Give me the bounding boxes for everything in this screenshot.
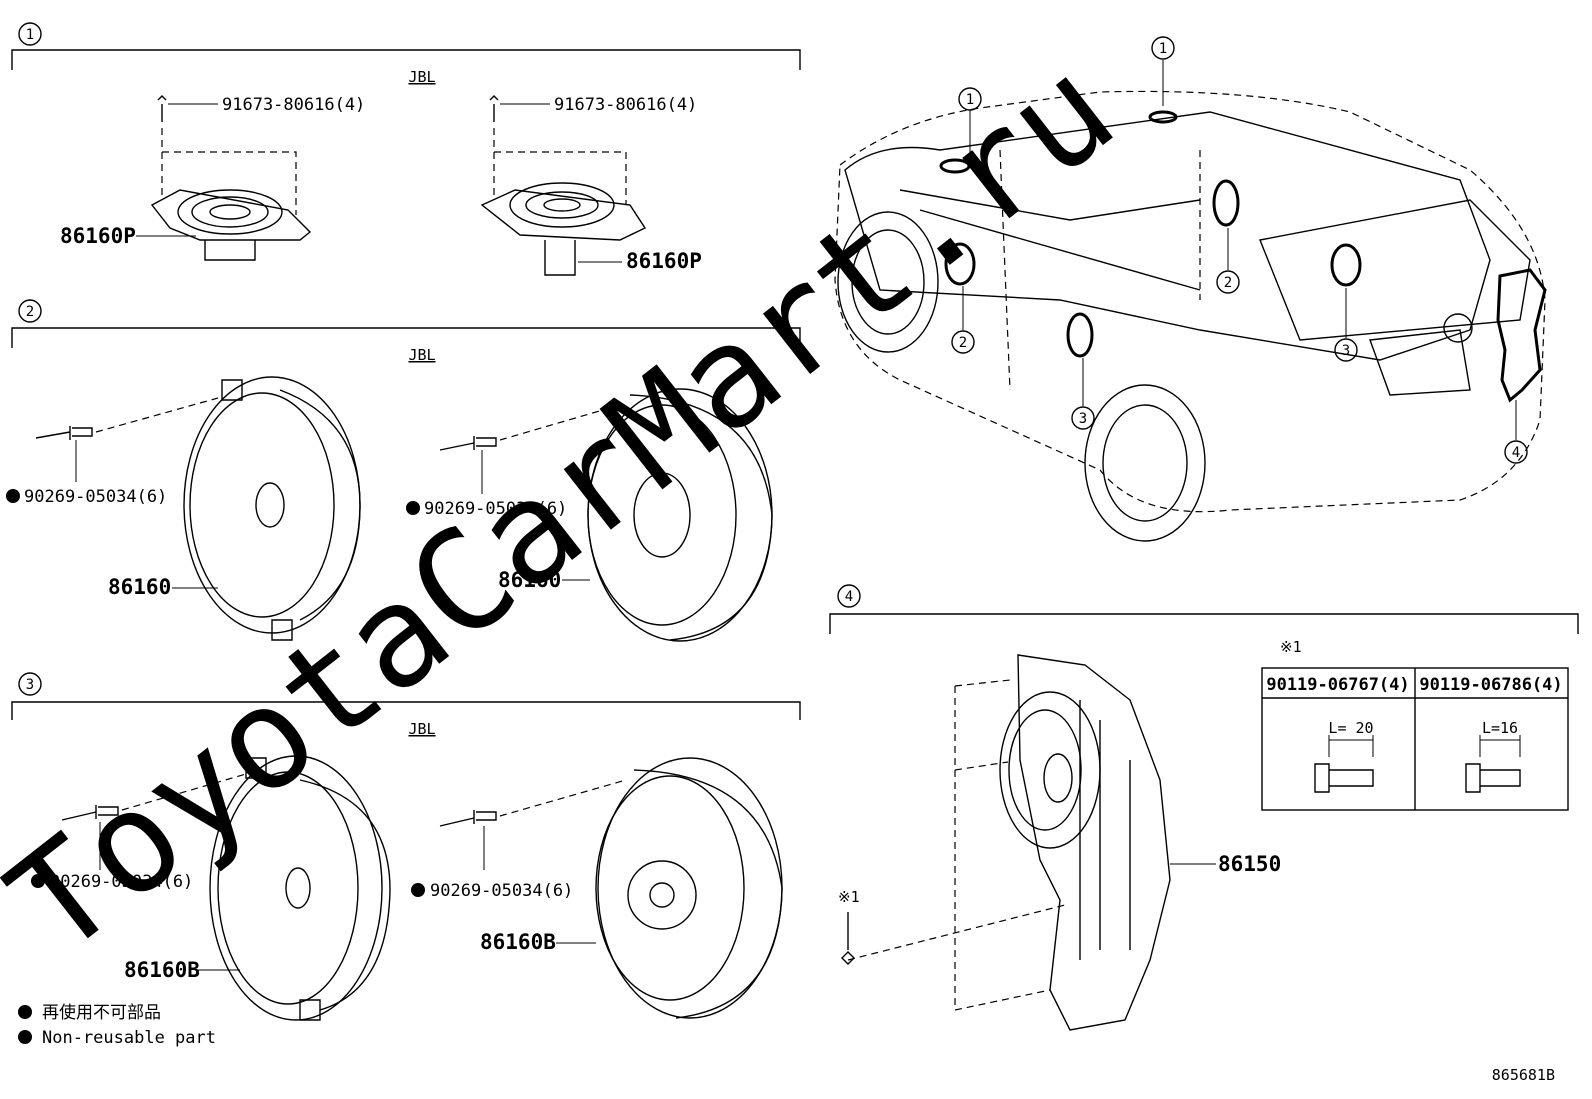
speaker-86160-left: [35, 376, 361, 641]
section-4: 4 86150 ※1 ※1 90119: [829, 584, 1579, 1031]
section-1-marker: 1: [26, 27, 34, 43]
section-1-marker-circle: [18, 22, 42, 46]
bolt-table-col1-length: L= 20: [1328, 719, 1373, 737]
vehicle-illustration: [834, 36, 1547, 542]
section-3-brand: JBL: [408, 720, 435, 738]
part-label-86160b-left: 86160B: [124, 958, 200, 982]
car-callout-1b: 1: [1159, 41, 1167, 57]
speaker-86160b-left: [61, 755, 391, 1021]
section-1: 1 JBL 91673-80616(4) 86160P: [11, 22, 801, 276]
legend-jp: 再使用不可部品: [42, 1002, 161, 1023]
section-2-brand: JBL: [408, 346, 435, 364]
rivet-label-s2-right: 90269-05034(6): [424, 499, 567, 519]
part-label-86160p-right: 86160P: [626, 249, 702, 273]
part-label-86160-left: 86160: [108, 575, 171, 599]
tweeter-86160p-right: [480, 95, 647, 276]
car-callout-3b: 3: [1342, 343, 1350, 359]
rivet-label-s2-left: 90269-05034(6): [24, 487, 167, 507]
bolt-label-s1-right: 91673-80616(4): [554, 95, 697, 115]
section-4-marker: 4: [845, 589, 853, 605]
bolt-note: ※1: [838, 888, 860, 906]
section-3-marker: 3: [26, 677, 34, 693]
drawing-code: 865681B: [1492, 1066, 1555, 1084]
car-callout-2a: 2: [959, 335, 967, 351]
speaker-86160b-right: [439, 757, 783, 1019]
bolt-label-s1-left: 91673-80616(4): [222, 95, 365, 115]
bolt-table-col2-part: 90119-06786(4): [1419, 675, 1562, 695]
section-3: 3 JBL 90269-05034(6) 86160B: [11, 672, 801, 1021]
bolt-table: [1261, 667, 1569, 811]
non-reusable-dot-s2-left: [6, 489, 20, 503]
car-callout-3a: 3: [1079, 411, 1087, 427]
rivet-label-s3-right: 90269-05034(6): [430, 881, 573, 901]
rivet-label-s3-left: 90269-05034(6): [50, 872, 193, 892]
bolt-table-col1-part: 90119-06767(4): [1266, 675, 1409, 695]
part-label-86160b-right: 86160B: [480, 930, 556, 954]
part-label-86160p-left: 86160P: [60, 224, 136, 248]
bolt-table-col2-length: L=16: [1482, 719, 1518, 737]
section-1-brand: JBL: [408, 68, 435, 86]
speaker-86160-right: [439, 388, 773, 642]
tweeter-86160p-left: [136, 95, 312, 261]
part-label-86160-right: 86160: [498, 568, 561, 592]
section-2-marker: 2: [26, 304, 34, 320]
legend-dot-jp: [18, 1005, 32, 1019]
watermark: ToyotaCarMart.ru: [0, 28, 1144, 987]
legend-dot-en: [18, 1030, 32, 1044]
bolt-table-note: ※1: [1280, 638, 1302, 656]
car-callout-4: 4: [1512, 445, 1520, 461]
subwoofer-86150: [847, 654, 1216, 1031]
car-callout-1a: 1: [966, 92, 974, 108]
bolt-s4: [841, 912, 855, 965]
car-callout-2b: 2: [1224, 275, 1232, 291]
section-2: 2 JBL 90269-05034(6) 86160: [6, 299, 801, 642]
legend: 再使用不可部品 Non-reusable part: [18, 1002, 216, 1048]
part-label-86150: 86150: [1218, 852, 1281, 876]
legend-en: Non-reusable part: [42, 1028, 216, 1048]
